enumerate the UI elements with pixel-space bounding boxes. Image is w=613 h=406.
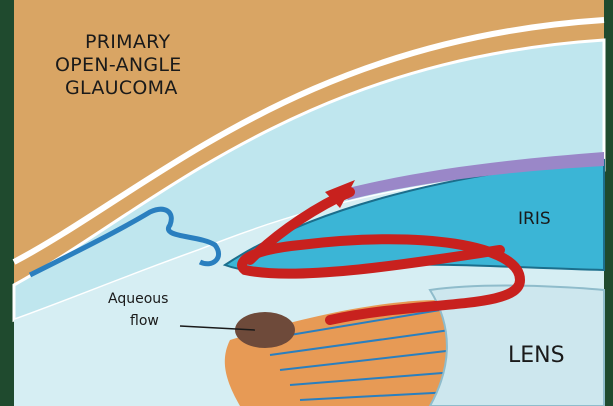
aqueous-label-line-1: Aqueous — [108, 291, 168, 307]
lens-label: LENS — [508, 343, 565, 368]
title-line-2: OPEN-ANGLE — [55, 54, 182, 76]
iris-label: IRIS — [518, 209, 551, 229]
title-line-3: GLAUCOMA — [65, 77, 178, 99]
aqueous-label-line-2: flow — [130, 313, 159, 329]
title-line-1: PRIMARY — [85, 31, 170, 53]
